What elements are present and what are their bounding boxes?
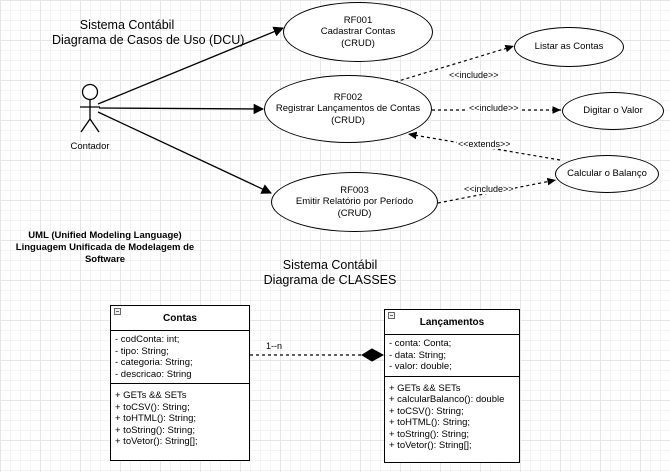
class-name: Lançamentos [419, 316, 485, 328]
label-include-digitar: <<include>> [468, 103, 520, 113]
uml-note: UML (Unified Modeling Language) Linguage… [5, 230, 205, 266]
use-case-name: Calcular o Balanço [567, 168, 647, 180]
actor-left-leg [80, 118, 91, 133]
use-case-tag: (CRUD) [337, 207, 372, 219]
assoc-actor-rf003 [97, 111, 272, 194]
attribute: - data: String; [389, 349, 447, 361]
method: + toString(): String; [389, 428, 469, 440]
label-extends-calcular: <<extends>> [457, 139, 512, 149]
use-case-rf001[interactable]: RF001 Cadastrar Contas (CRUD) [283, 2, 433, 62]
label-include-listar: <<include>> [448, 70, 500, 80]
attribute: - conta: Conta; [389, 338, 452, 349]
class-name: Contas [163, 312, 197, 324]
attribute: - categoria: String; [115, 357, 193, 368]
actor-label: Contador [70, 141, 110, 152]
dcu-title: Sistema Contábil Diagrama de Casos de Us… [52, 18, 245, 48]
assoc-actor-rf002 [98, 103, 265, 115]
dcu-title-line1: Sistema Contábil [79, 18, 175, 32]
use-case-calcular[interactable]: Calcular o Balanço [555, 155, 659, 193]
uml-note-line2: Linguagem Unificada de Modelagem de [15, 242, 195, 253]
class-diagram-title: Sistema Contábil Diagrama de CLASSES [250, 258, 410, 288]
attribute: - tipo: String; [115, 345, 169, 357]
attribute: - descricao: String [115, 368, 192, 380]
class-methods: + GETs && SETs + toCSV(): String; + toHT… [111, 384, 249, 451]
assoc-actor-rf001 [97, 26, 284, 105]
attribute: - valor: double; [389, 361, 452, 372]
use-case-name: Digitar o Valor [583, 105, 643, 117]
class-lancamentos[interactable]: Lançamentos - conta: Conta; - data: Stri… [384, 309, 520, 463]
use-case-tag: (CRUD) [331, 114, 365, 126]
multiplicity-label: 1--n [266, 341, 283, 351]
class-methods: + GETs && SETs + calcularBalanco(): doub… [385, 377, 519, 455]
label-include-calcular: <<include>> [463, 184, 515, 194]
actor-figure [80, 83, 100, 133]
extends-calcular-rf002 [407, 131, 561, 161]
collapse-icon[interactable] [114, 308, 121, 315]
uml-note-line1: UML (Unified Modeling Language) [28, 230, 182, 241]
use-case-listar[interactable]: Listar as Contas [514, 27, 624, 67]
method: + calcularBalanco(): double [389, 394, 505, 405]
collapse-icon[interactable] [388, 312, 395, 319]
actor-head [81, 83, 99, 101]
class-header: Contas [111, 306, 249, 331]
method: + toVetor(): String[]; [115, 436, 198, 447]
use-case-digitar[interactable]: Digitar o Valor [562, 92, 664, 130]
use-case-rf003[interactable]: RF003 Emitir Relatório por Período (CRUD… [271, 172, 438, 232]
actor-right-leg [89, 118, 100, 133]
use-case-id: RF002 [333, 91, 363, 103]
use-case-tag: (CRUD) [341, 37, 375, 49]
use-case-rf002[interactable]: RF002 Registrar Lançamentos de Contas (C… [264, 75, 432, 143]
method: + toVetor(): String[]; [389, 440, 472, 451]
dcu-title-line2: Diagrama de Casos de Uso (DCU) [52, 33, 245, 47]
attribute: - codConta: int; [115, 334, 180, 345]
class-header: Lançamentos [385, 310, 519, 335]
composition-diamond [361, 348, 385, 362]
use-case-name: Listar as Contas [534, 41, 604, 53]
method: + GETs && SETs [115, 390, 187, 401]
uml-note-line3: Software [84, 254, 126, 265]
class-contas[interactable]: Contas - codConta: int; - tipo: String; … [110, 305, 250, 461]
class-title-line2: Diagrama de CLASSES [263, 273, 397, 287]
method: + toString(): String; [115, 424, 195, 436]
use-case-name: Cadastrar Contas [320, 26, 396, 38]
method: + toCSV(): String; [389, 405, 464, 417]
method: + GETs && SETs [389, 382, 461, 394]
method: + toCSV(): String; [115, 401, 190, 413]
method: + toHTML(): String; [389, 417, 471, 428]
class-attributes: - codConta: int; - tipo: String; - categ… [111, 331, 249, 384]
method: + toHTML(): String; [115, 413, 197, 424]
use-case-name: Emitir Relatório por Período [295, 196, 414, 208]
use-case-id: RF003 [340, 184, 369, 196]
include-rf002-listar [394, 44, 515, 83]
class-attributes: - conta: Conta; - data: String; - valor:… [385, 335, 519, 377]
class-title-line1: Sistema Contábil [282, 258, 378, 272]
use-case-id: RF001 [343, 14, 373, 26]
use-case-name: Registrar Lançamentos de Contas [275, 103, 421, 115]
